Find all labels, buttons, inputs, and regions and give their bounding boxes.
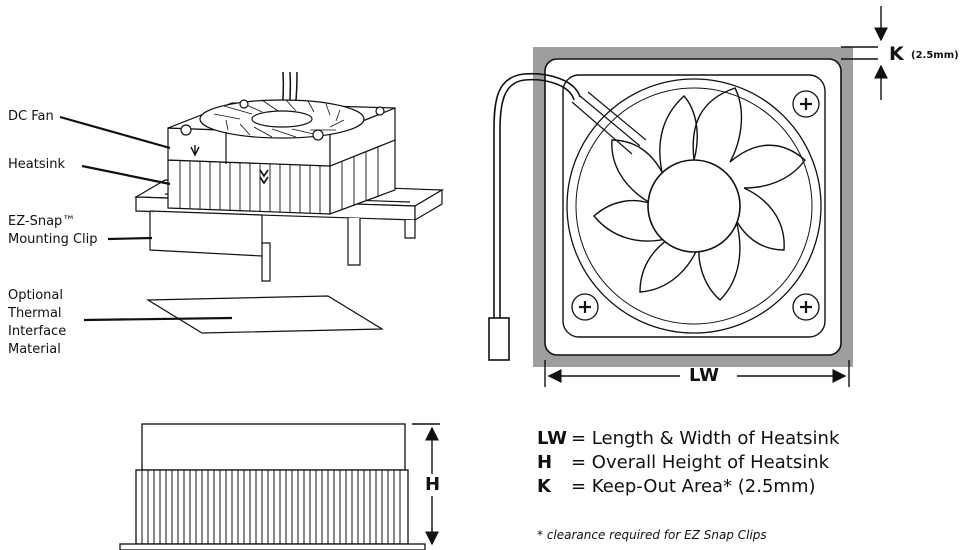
- legend-h-key: H: [537, 452, 553, 473]
- h-dimension-marks: [412, 423, 440, 546]
- legend-lw-text: = Length & Width of Heatsink: [571, 428, 840, 449]
- label-tim-optional: Optional: [8, 288, 63, 303]
- dim-k-value: (2.5mm): [911, 50, 959, 61]
- label-mounting-clip: Mounting Clip: [8, 232, 98, 247]
- fan-cable: [493, 72, 647, 320]
- exploded-assembly: [133, 71, 445, 334]
- legend-lw-key: LW: [537, 428, 567, 449]
- leader-lines: [59, 115, 233, 322]
- thermal-pad: [145, 295, 385, 334]
- fan-connector: [488, 317, 510, 361]
- heatsink-side-view: [119, 423, 426, 550]
- label-ez-snap: EZ-Snap™: [8, 214, 76, 229]
- legend-k-text: = Keep-Out Area* (2.5mm): [571, 476, 816, 497]
- label-tim-interface: Interface: [8, 324, 67, 339]
- legend-h: H = Overall Height of Heatsink: [537, 452, 829, 474]
- fan-hub: [647, 159, 741, 253]
- legend-k: K = Keep-Out Area* (2.5mm): [537, 476, 816, 498]
- dim-h-letter: H: [425, 474, 441, 495]
- fan-blades: [593, 87, 806, 301]
- label-heatsink: Heatsink: [8, 157, 65, 172]
- dim-lw-letter: LW: [689, 365, 719, 386]
- k-dimension-marks: [841, 6, 888, 100]
- footnote: * clearance required for EZ Snap Clips: [537, 528, 767, 542]
- legend-h-text: = Overall Height of Heatsink: [571, 452, 830, 473]
- screw-holes: [571, 90, 820, 321]
- label-dc-fan: DC Fan: [8, 109, 54, 124]
- fan-box: [167, 99, 396, 185]
- dim-k-letter: K: [889, 43, 904, 65]
- legend-k-key: K: [537, 476, 551, 497]
- label-tim-thermal: Thermal: [8, 306, 62, 321]
- legend-lw: LW= Length & Width of Heatsink: [537, 428, 839, 450]
- label-tim-material: Material: [8, 342, 61, 357]
- fan-top-view: [488, 47, 853, 367]
- lw-dimension-marks: [544, 360, 850, 387]
